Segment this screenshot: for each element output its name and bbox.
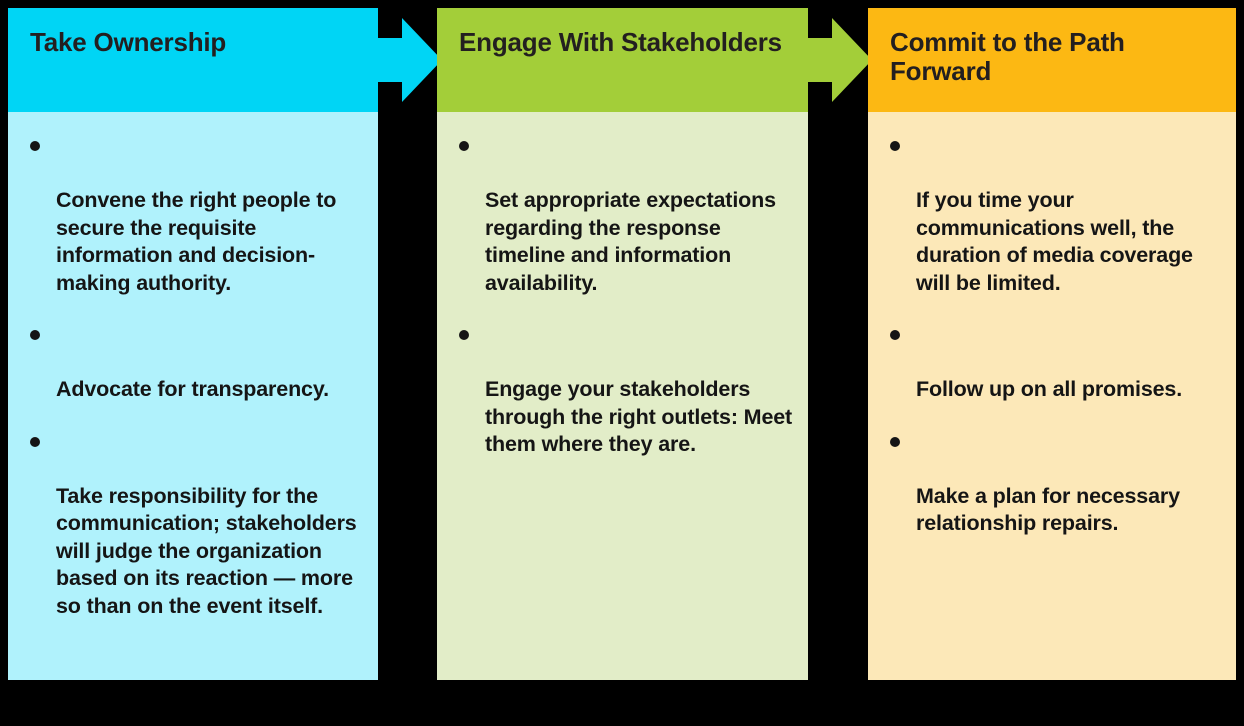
list-item-text: If you time your communications well, th…	[916, 188, 1193, 295]
list-item: Advocate for transparency.	[26, 321, 364, 404]
bullet-list: If you time your communications well, th…	[886, 132, 1222, 538]
list-item-text: Set appropriate expectations regarding t…	[485, 188, 776, 295]
bullet-dot-icon	[890, 330, 900, 341]
process-column-commit-to-the-path-forward: Commit to the Path Forward If you time y…	[868, 8, 1236, 680]
list-item-text: Follow up on all promises.	[916, 377, 1183, 402]
column-title: Take Ownership	[30, 27, 227, 57]
process-column-engage-with-stakeholders: Engage With Stakeholders Set appropriate…	[437, 8, 808, 680]
column-body-take-ownership: Convene the right people to secure the r…	[8, 112, 378, 680]
column-title: Commit to the Path Forward	[890, 27, 1125, 87]
bullet-dot-icon	[30, 436, 40, 447]
right-arrow-icon	[372, 18, 442, 102]
column-header-commit-to-the-path-forward: Commit to the Path Forward	[868, 8, 1236, 112]
list-item: Convene the right people to secure the r…	[26, 132, 364, 297]
process-column-take-ownership: Take Ownership Convene the right people …	[8, 8, 378, 680]
bullet-dot-icon	[30, 330, 40, 341]
bullet-dot-icon	[890, 141, 900, 151]
list-item-text: Take responsibility for the communicatio…	[56, 483, 357, 618]
bullet-dot-icon	[30, 141, 40, 151]
list-item-text: Make a plan for necessary relationship r…	[916, 483, 1180, 536]
bullet-list: Set appropriate expectations regarding t…	[455, 132, 794, 459]
list-item-text: Convene the right people to secure the r…	[56, 188, 337, 295]
right-arrow-icon	[802, 18, 872, 102]
list-item: Make a plan for necessary relationship r…	[886, 428, 1222, 538]
list-item: Follow up on all promises.	[886, 321, 1222, 404]
bullet-dot-icon	[459, 330, 469, 341]
column-body-engage-with-stakeholders: Set appropriate expectations regarding t…	[437, 112, 808, 680]
column-title: Engage With Stakeholders	[459, 27, 782, 57]
list-item: If you time your communications well, th…	[886, 132, 1222, 297]
list-item: Set appropriate expectations regarding t…	[455, 132, 794, 297]
column-header-engage-with-stakeholders: Engage With Stakeholders	[437, 8, 808, 112]
bullet-dot-icon	[890, 436, 900, 447]
bullet-list: Convene the right people to secure the r…	[26, 132, 364, 620]
connector-arrow-engage-to-commit	[802, 8, 874, 112]
list-item-text: Engage your stakeholders through the rig…	[485, 377, 793, 457]
column-body-commit-to-the-path-forward: If you time your communications well, th…	[868, 112, 1236, 680]
list-item: Engage your stakeholders through the rig…	[455, 321, 794, 459]
connector-arrow-take-ownership-to-engage	[372, 8, 444, 112]
column-header-take-ownership: Take Ownership	[8, 8, 378, 112]
list-item: Take responsibility for the communicatio…	[26, 428, 364, 621]
list-item-text: Advocate for transparency.	[56, 377, 329, 402]
bullet-dot-icon	[459, 141, 469, 151]
